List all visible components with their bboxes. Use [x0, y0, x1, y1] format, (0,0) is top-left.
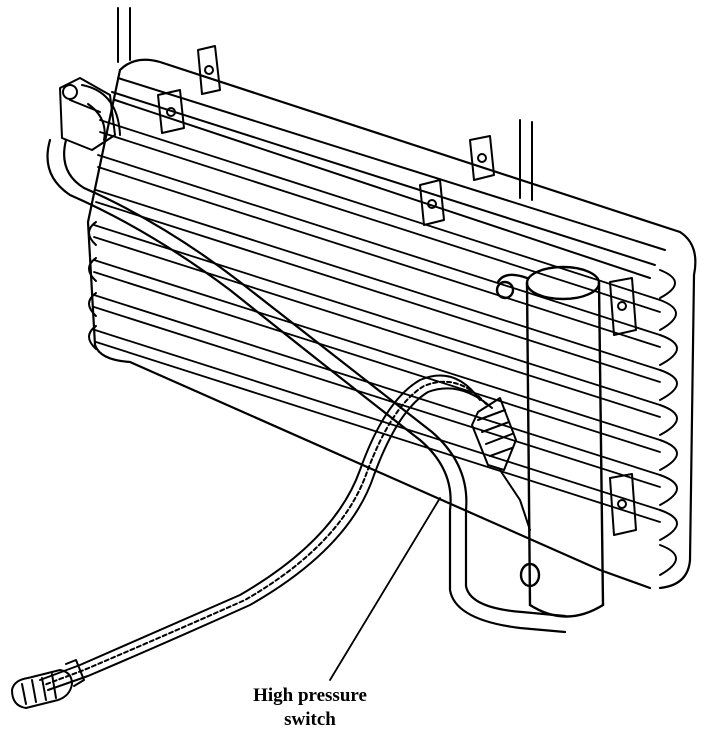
callout-label-high-pressure-switch: High pressure switch	[210, 684, 410, 732]
right-tube-bends	[659, 269, 678, 576]
callout-label-line1: High pressure	[253, 685, 367, 706]
high-pressure-switch-body	[471, 397, 531, 531]
receiver-drier	[495, 265, 605, 618]
condenser-core	[86, 58, 697, 590]
top-header-tube	[111, 77, 666, 279]
mounting-rods	[117, 7, 533, 201]
wiring-harness	[39, 374, 493, 691]
harness-connector	[11, 659, 85, 709]
core-tubes	[93, 119, 661, 523]
inlet-fitting	[59, 77, 121, 151]
callout-leader-line	[329, 497, 441, 681]
refrigerant-line	[46, 138, 567, 634]
mounting-brackets	[157, 45, 637, 536]
left-tube-bends	[88, 221, 97, 350]
callout-label-line2: switch	[284, 709, 336, 730]
